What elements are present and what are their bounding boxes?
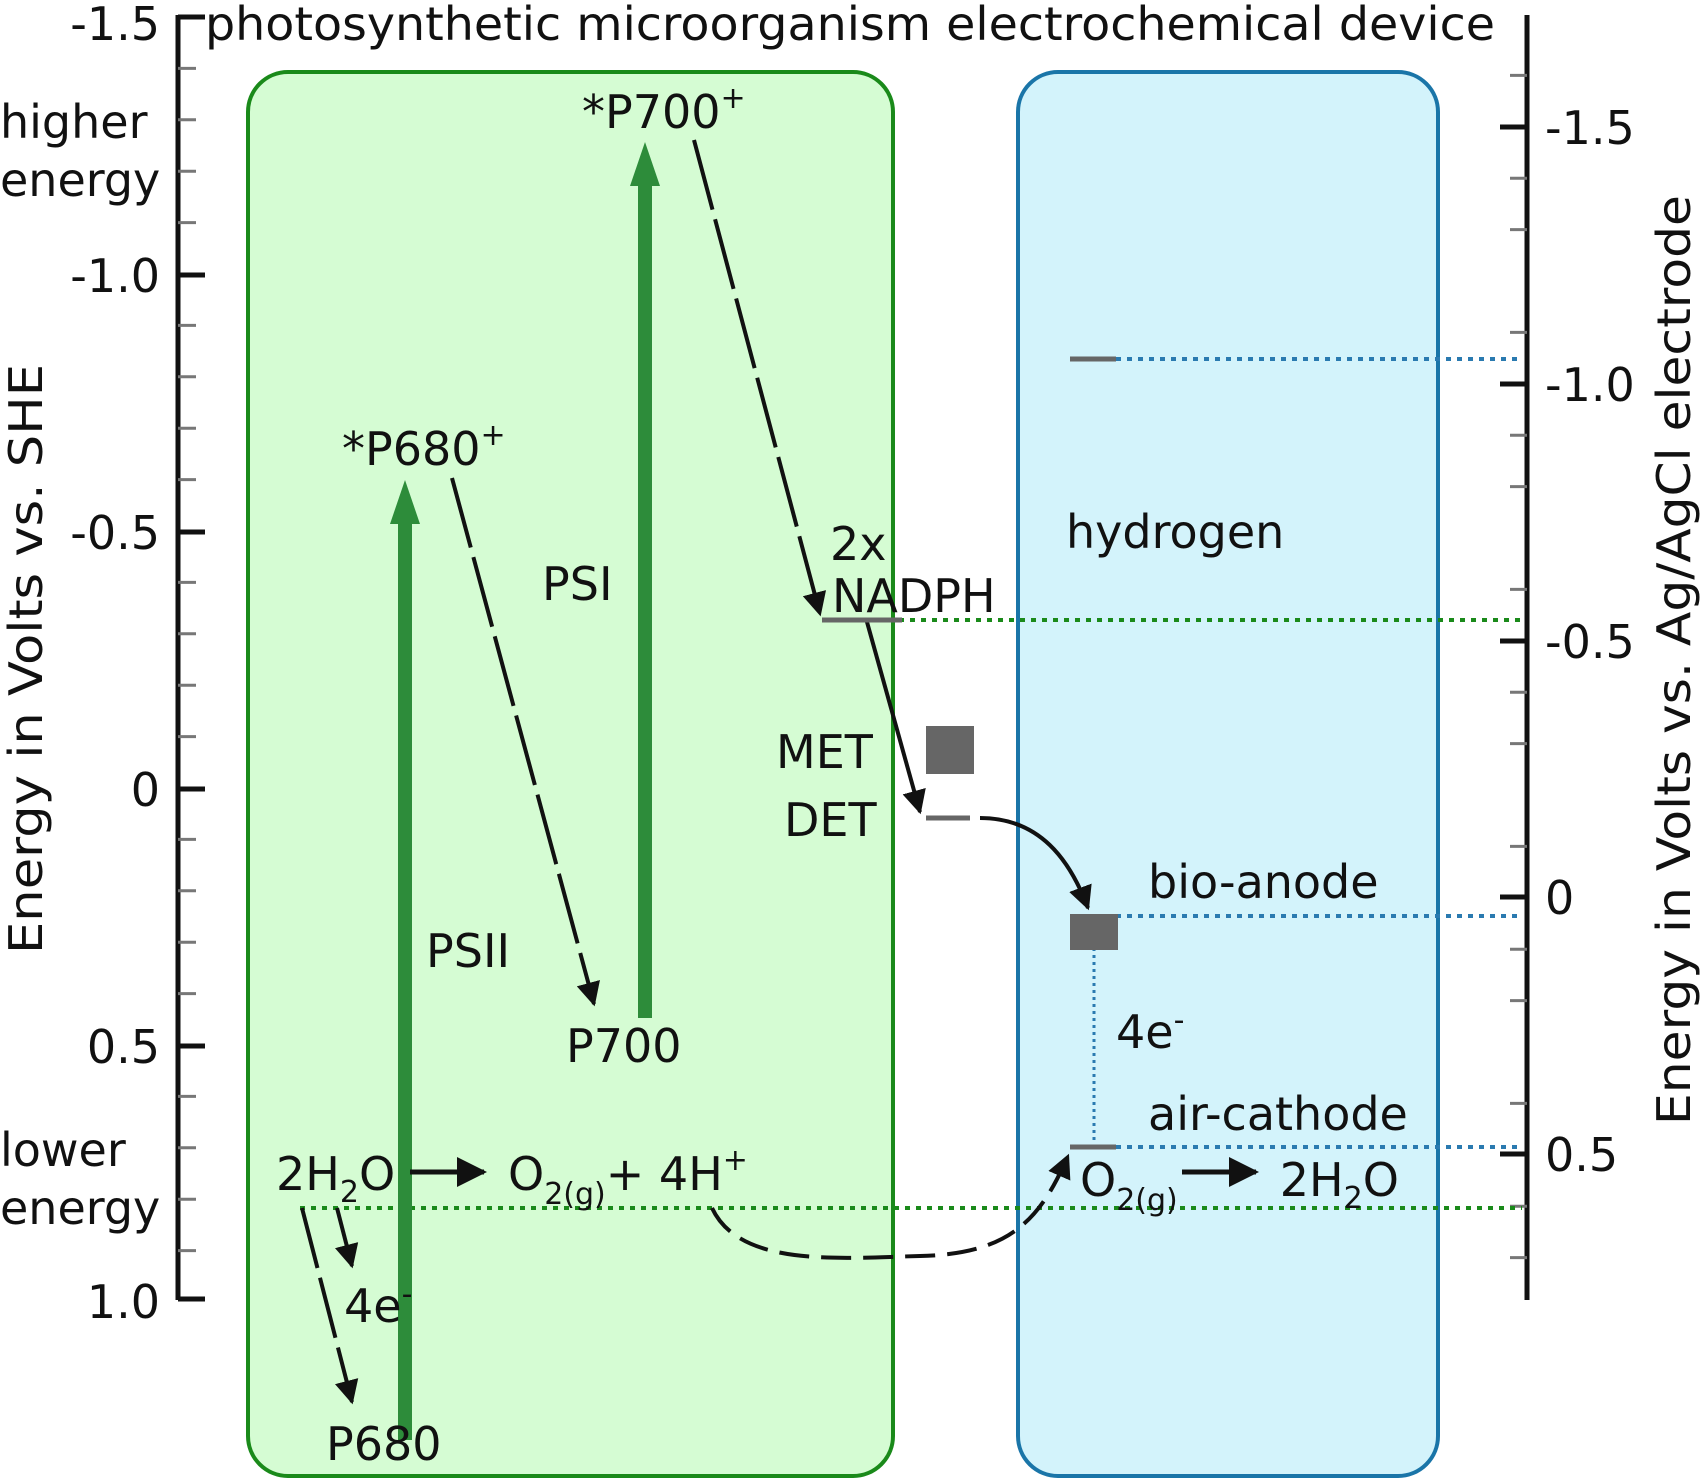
right-tick-neg1.5: -1.5 [1545,101,1635,155]
p680-to-p700-arrow [450,477,600,1007]
psi-label: PSI [542,557,613,611]
left-tick-neg1.5: -1.5 [70,0,160,51]
right-axis: -1.5 -1.0 -0.5 0 0.5 Energy in Volts vs.… [1500,15,1700,1300]
proton-transfer-arrow [710,1153,1071,1260]
bio-anode-block [1070,914,1118,950]
air-cathode-label: air-cathode [1148,1087,1408,1141]
left-tick-0: 0 [131,763,160,817]
left-tick-1.0: 1.0 [87,1275,160,1329]
device-4e-label: 4e- [1116,1003,1184,1059]
lower-energy-line2: energy [0,1181,160,1235]
met-label: MET [776,725,874,779]
p700-star-label: *P700+ [582,81,746,139]
cathode-reaction-label: O2(g)2H2O [1080,1153,1399,1218]
left-tick-neg0.5: -0.5 [70,506,160,560]
right-axis-label: Energy in Volts vs. Ag/AgCl electrode [1647,195,1700,1125]
oxygen-proton-products-label: O2(g)+ 4H+ [508,1143,748,1212]
water-4e-label: 4e- [344,1277,412,1333]
right-tick-neg1.0: -1.0 [1545,358,1635,412]
p700-label: P700 [566,1019,682,1073]
p680-label: P680 [326,1417,442,1471]
psi-excitation-arrow [630,142,660,1018]
left-axis-label: Energy in Volts vs. SHE [0,364,53,954]
det-to-anode-arrow [979,816,1092,911]
lower-energy-line1: lower [0,1123,126,1177]
hydrogen-label: hydrogen [1066,505,1284,559]
met-block [926,726,974,774]
psii-label: PSII [426,924,510,978]
right-tick-0: 0 [1545,871,1574,925]
higher-energy-line2: energy [0,153,160,207]
device-panel [1016,70,1440,1478]
water-reactant-label: 2H2O [276,1147,395,1210]
nadph-to-det-arrow [865,621,926,815]
right-tick-0.5: 0.5 [1545,1128,1618,1182]
psii-excitation-arrow [390,480,420,1440]
diagram-title: photosynthetic microorganism electrochem… [205,0,1495,51]
right-tick-neg0.5: -0.5 [1545,615,1635,669]
det-label: DET [784,793,877,847]
bio-anode-label: bio-anode [1148,855,1379,909]
water-to-p680-arrow [300,1207,359,1405]
p680-star-label: *P680+ [342,418,506,476]
water-4e-arrow [334,1207,359,1269]
higher-energy-line1: higher [0,95,148,149]
nadph-label: NADPH [832,569,996,623]
left-tick-neg1.0: -1.0 [70,249,160,303]
left-axis: -1.5 -1.0 -0.5 0 0.5 1.0 higher energy l… [0,0,205,1329]
nadph-count-label: 2x [830,517,887,571]
left-tick-0.5: 0.5 [87,1020,160,1074]
